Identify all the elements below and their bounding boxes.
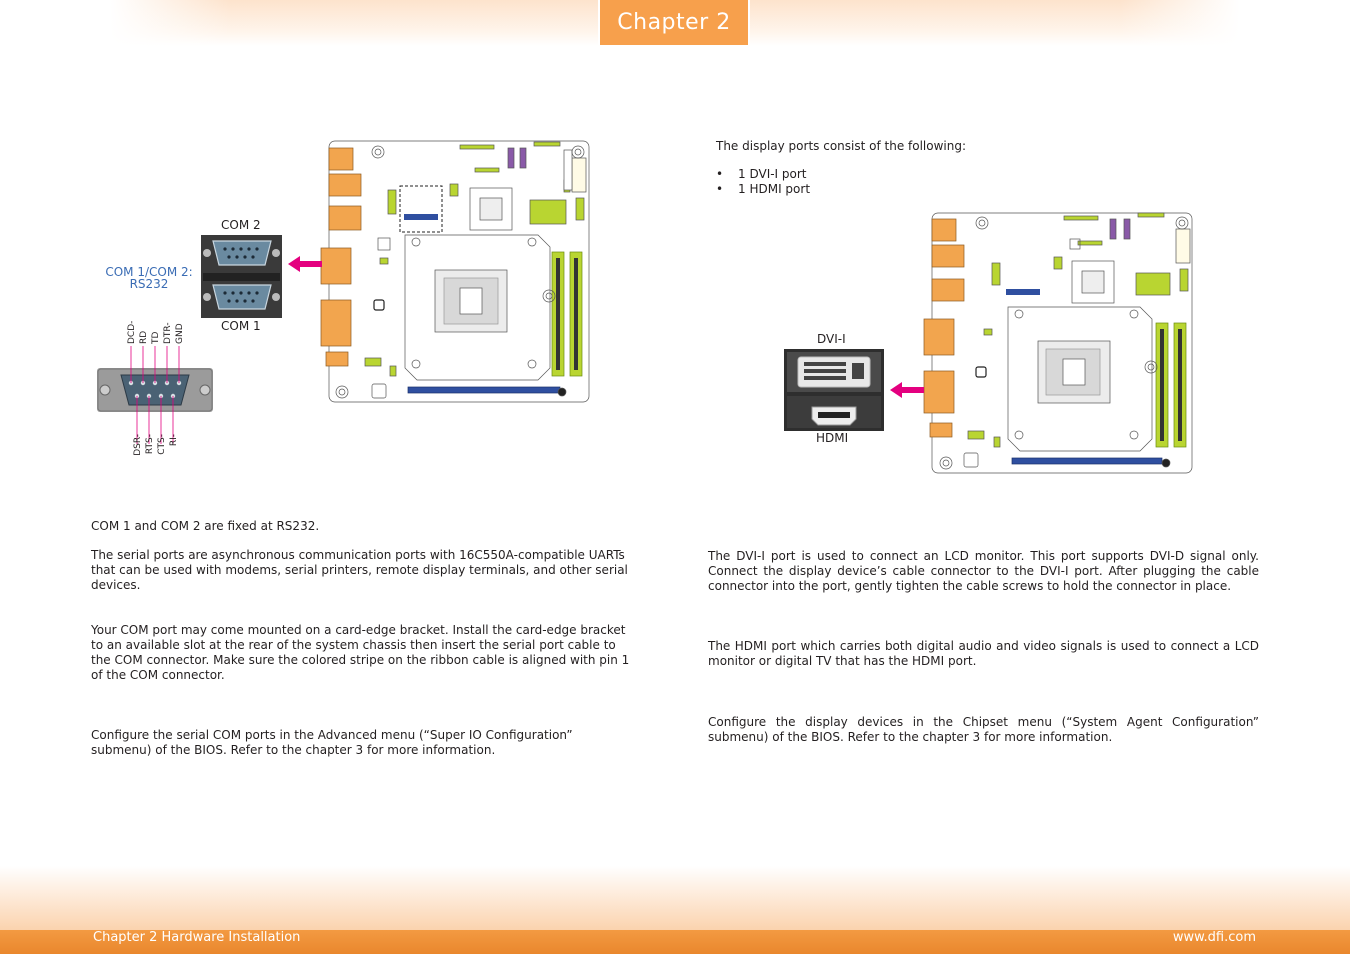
display-ports-intro: The display ports consist of the followi…: [716, 139, 967, 153]
footer-website-link[interactable]: www.dfi.com: [1172, 930, 1256, 945]
pin-label-top-5: GND: [175, 323, 185, 344]
footer-bar: [0, 930, 1350, 954]
dvi-label: DVI-I: [817, 332, 846, 346]
left-paragraph-2: The serial ports are asynchronous commun…: [91, 548, 628, 592]
left-paragraph-3: Your COM port may come mounted on a card…: [91, 623, 630, 682]
list-item: 1 DVI-I port: [716, 167, 810, 182]
pointer-arrow-right: [890, 382, 924, 398]
left-paragraph-1: COM 1 and COM 2 are fixed at RS232.: [91, 519, 320, 533]
pin-label-top-3: TD: [151, 332, 161, 345]
dvi-hdmi-photo: [784, 349, 884, 431]
footer-chapter-title: Chapter 2 Hardware Installation: [93, 930, 301, 945]
motherboard-diagram-right: [923, 212, 1193, 474]
pin-label-top-1: DCD-: [127, 321, 137, 344]
right-paragraph-1: The DVI-I port is used to connect an LCD…: [708, 549, 1259, 593]
pin-label-bottom-1: DSR-: [133, 434, 143, 456]
pin-labels: DCD- RD TD DTR- GND DSR- RTS- CTS- RI-: [127, 321, 185, 456]
pin-label-bottom-3: CTS-: [157, 434, 167, 455]
left-paragraph-4: Configure the serial COM ports in the Ad…: [91, 728, 573, 757]
pin-leader-lines: [130, 346, 180, 444]
com-mode-label: COM 1/COM 2: RS232: [100, 266, 198, 290]
footer-band: [0, 866, 1350, 930]
display-ports-list: 1 DVI-I port 1 HDMI port: [716, 167, 810, 197]
hdmi-label: HDMI: [816, 431, 849, 445]
pin-label-top-4: DTR-: [163, 322, 173, 344]
com-mode-label-line2: RS232: [129, 277, 169, 291]
pin-label-bottom-2: RTS-: [145, 434, 155, 454]
chapter-tab: Chapter 2: [598, 0, 750, 45]
motherboard-diagram-left: [320, 140, 590, 403]
pin-label-top-2: RD: [139, 331, 149, 344]
pin-label-bottom-4: RI-: [169, 434, 179, 446]
com-ports-photo: [201, 235, 282, 318]
db9-pinout-diagram: [97, 368, 213, 412]
com-mode-label-line1: COM 1/COM 2:: [105, 265, 193, 279]
list-item: 1 HDMI port: [716, 182, 810, 197]
right-paragraph-3: Configure the display devices in the Chi…: [708, 715, 1259, 744]
com1-label: COM 1: [221, 319, 261, 333]
pointer-arrow-left: [288, 256, 322, 272]
right-paragraph-2: The HDMI port which carries both digital…: [708, 639, 1259, 668]
com2-label: COM 2: [221, 218, 261, 232]
